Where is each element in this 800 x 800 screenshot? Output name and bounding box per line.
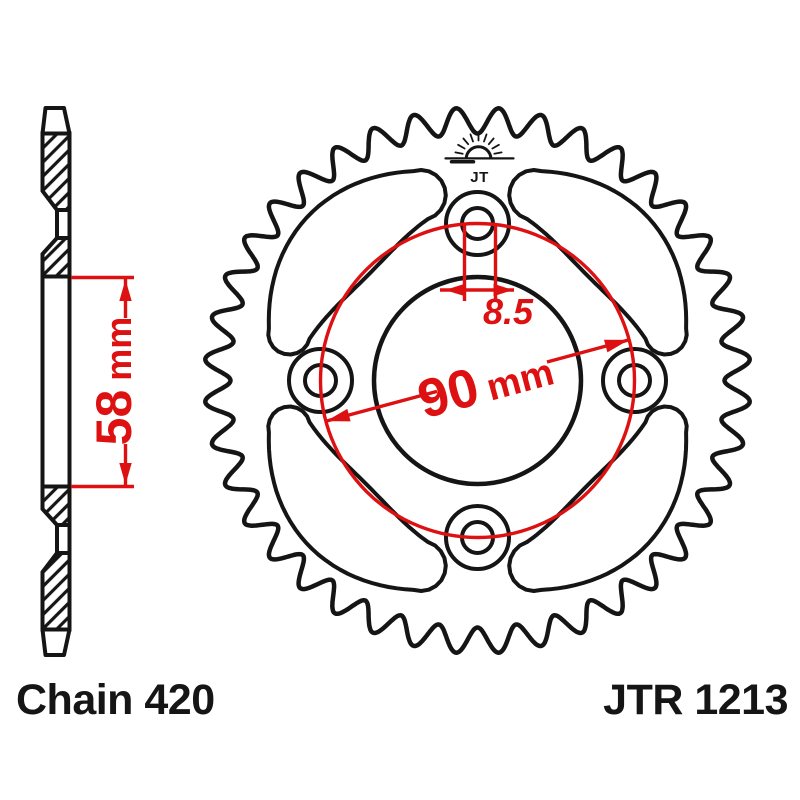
cutout-1 bbox=[266, 168, 448, 357]
logo-sun-rays bbox=[454, 132, 503, 155]
dim-58-arrow-up bbox=[119, 279, 132, 301]
side-view-cross-section bbox=[40, 106, 72, 657]
side-bottom-rim-section bbox=[40, 551, 72, 632]
cutout-0 bbox=[507, 168, 689, 357]
cutout-2 bbox=[507, 404, 689, 593]
side-top-tooth-tip bbox=[40, 106, 72, 136]
dim-58-arrow-down bbox=[119, 463, 132, 485]
logo-ray-5 bbox=[483, 133, 488, 143]
lightening-cutouts bbox=[266, 168, 689, 593]
dim-90-arrow-right bbox=[604, 339, 629, 353]
chain-size-label: Chain 420 bbox=[16, 676, 215, 724]
bore-dimension-label: 58mm bbox=[86, 317, 142, 446]
side-bottom-plate-strip bbox=[55, 523, 72, 555]
dim-85-arrow-left bbox=[445, 283, 465, 297]
logo-ray-0 bbox=[454, 151, 464, 155]
front-view: JT bbox=[203, 106, 752, 655]
logo-ray-8 bbox=[493, 151, 503, 155]
logo-ray-6 bbox=[487, 137, 495, 146]
dimension-8-5: 8.5 bbox=[440, 224, 534, 332]
side-bottom-tooth-tip bbox=[40, 627, 72, 657]
pcd-circle bbox=[318, 221, 637, 540]
side-top-hub-section bbox=[40, 236, 72, 279]
logo-sun-dome bbox=[464, 145, 493, 160]
dimension-90mm: 90mm bbox=[325, 337, 630, 430]
cutout-3 bbox=[266, 404, 448, 593]
side-top-plate-strip bbox=[55, 208, 72, 240]
side-bore-region bbox=[40, 274, 72, 489]
dimension-58mm: 58mm bbox=[71, 275, 142, 489]
dim-90-arrow-left bbox=[326, 408, 351, 422]
side-top-rim-section bbox=[40, 131, 72, 212]
side-bottom-hub-section bbox=[40, 484, 72, 527]
dimension-annotations: 90mm 8.5 58mm bbox=[71, 221, 637, 540]
logo-ray-3 bbox=[469, 133, 474, 143]
logo-ray-1 bbox=[457, 143, 466, 150]
bolt-hole-dimension-label: 8.5 bbox=[483, 291, 534, 332]
part-number-label: JTR 1213 bbox=[603, 676, 788, 724]
logo-ray-2 bbox=[462, 137, 470, 146]
pcd-dimension-label: 90mm bbox=[412, 337, 560, 430]
jt-sunrise-logo-icon: JT bbox=[444, 132, 515, 186]
logo-text: JT bbox=[470, 169, 489, 186]
dim-85-arrow-right bbox=[493, 283, 513, 297]
center-bore-circle bbox=[371, 274, 584, 487]
logo-ray-7 bbox=[491, 143, 500, 150]
